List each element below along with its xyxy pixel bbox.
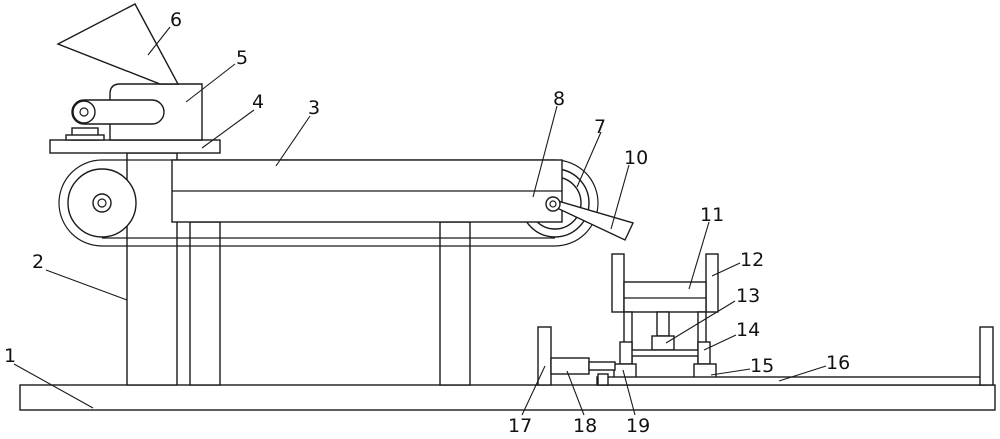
main-column (126, 152, 178, 386)
leader-18 (566, 370, 585, 416)
leader-10 (610, 164, 630, 230)
label-3: 3 (308, 97, 320, 119)
leader-1 (13, 363, 94, 409)
left-pulley-hub (92, 193, 112, 213)
label-19: 19 (626, 415, 650, 437)
label-15: 15 (750, 355, 774, 377)
guide-rail (596, 376, 986, 386)
leader-12 (711, 262, 741, 277)
label-10: 10 (624, 147, 648, 169)
label-4: 4 (252, 91, 264, 113)
cylinder-foot (597, 373, 609, 386)
conveyor-belt (58, 159, 599, 247)
lift-cylinder-base (651, 335, 675, 351)
lift-crossbar (623, 349, 707, 357)
leader-4 (201, 109, 255, 149)
motor-base (65, 134, 105, 141)
label-14: 14 (736, 319, 760, 341)
lift-post-bottom-left (619, 341, 633, 365)
label-13: 13 (736, 285, 760, 307)
label-17: 17 (508, 415, 532, 437)
label-11: 11 (700, 204, 724, 226)
push-rod (588, 361, 616, 371)
leader-14 (703, 334, 737, 351)
chute-pivot (545, 196, 561, 212)
basket-right-wall (705, 253, 719, 313)
label-6: 6 (170, 9, 182, 31)
leader-3 (275, 115, 311, 167)
support-leg-right (439, 221, 471, 386)
slider-block-15 (693, 363, 717, 379)
lift-post-bottom-right (697, 341, 711, 365)
push-cylinder (550, 357, 590, 375)
motor-belt-cover (71, 99, 165, 125)
base-plate (19, 384, 996, 411)
label-2: 2 (32, 251, 44, 273)
stop-plate (537, 326, 552, 386)
lift-cylinder-13 (656, 311, 670, 337)
motor-pulley (72, 100, 96, 124)
basket-left-wall (611, 253, 625, 313)
label-7: 7 (594, 116, 606, 138)
support-leg-left (189, 221, 221, 386)
leader-16 (778, 365, 827, 382)
leader-15 (710, 368, 751, 376)
label-12: 12 (740, 249, 764, 271)
chute-pivot-pin (549, 200, 557, 208)
motor-pulley-axle (79, 107, 89, 117)
leader-11 (688, 221, 710, 290)
hopper (56, 3, 180, 85)
platform-plate (49, 139, 221, 154)
label-1: 1 (4, 345, 16, 367)
leader-7 (576, 131, 602, 188)
rail-end-stop (979, 326, 994, 386)
leader-17 (521, 365, 546, 416)
leader-6 (147, 26, 171, 56)
basket-floor (623, 281, 707, 313)
left-pulley-axle (97, 198, 107, 208)
leader-5 (185, 63, 236, 103)
leader-13 (665, 300, 736, 344)
label-5: 5 (236, 47, 248, 69)
leader-2 (45, 269, 128, 301)
label-16: 16 (826, 352, 850, 374)
label-18: 18 (573, 415, 597, 437)
label-8: 8 (553, 88, 565, 110)
leader-8 (532, 105, 558, 198)
leader-19 (622, 369, 636, 416)
